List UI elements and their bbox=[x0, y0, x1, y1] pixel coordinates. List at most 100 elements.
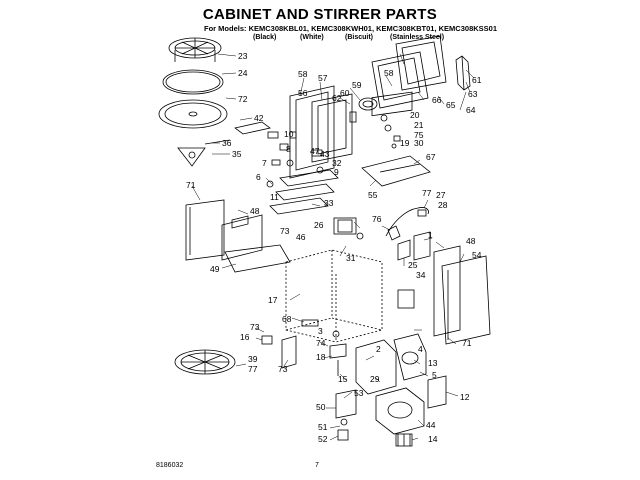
callout: 77 bbox=[422, 188, 432, 198]
fastener-parts bbox=[380, 114, 401, 149]
callout: 5 bbox=[432, 370, 437, 380]
callout: 1 bbox=[428, 230, 433, 240]
callout: 50 bbox=[316, 402, 326, 412]
callout: 32 bbox=[332, 158, 342, 168]
callout: 14 bbox=[428, 434, 438, 444]
callout: 28 bbox=[438, 200, 448, 210]
callout: 52 bbox=[318, 434, 328, 444]
callout: 33 bbox=[324, 198, 334, 208]
turntable-support-part bbox=[162, 69, 224, 95]
page-title: CABINET AND STIRRER PARTS bbox=[202, 6, 438, 23]
callout: 75 bbox=[414, 130, 424, 140]
hardware-parts bbox=[267, 131, 324, 174]
callout: 26 bbox=[314, 220, 324, 230]
callout: 55 bbox=[368, 190, 378, 200]
callout: 9 bbox=[334, 167, 339, 177]
callout: 44 bbox=[426, 420, 436, 430]
callout: 73 bbox=[280, 226, 290, 236]
callout: 63 bbox=[468, 89, 478, 99]
callout: 66 bbox=[432, 95, 442, 105]
callout: 29 bbox=[370, 374, 380, 384]
callout: 67 bbox=[426, 152, 436, 162]
callout: 34 bbox=[416, 270, 426, 280]
callout: 35 bbox=[232, 149, 242, 159]
callout: 3 bbox=[318, 326, 323, 336]
callout: 54 bbox=[472, 250, 482, 260]
stirrer-part bbox=[177, 139, 231, 167]
callout: 30 bbox=[414, 138, 424, 148]
turntable-tray-part bbox=[158, 99, 228, 129]
callout: 25 bbox=[408, 260, 418, 270]
blower-assembly-part bbox=[355, 333, 427, 395]
callout: 24 bbox=[238, 68, 248, 78]
callout: 15 bbox=[338, 374, 348, 384]
side-panel-left bbox=[185, 199, 225, 261]
part-42 bbox=[234, 121, 271, 135]
cooking-rack-part bbox=[168, 37, 222, 62]
callout: 74 bbox=[316, 338, 326, 348]
callout: 58 bbox=[384, 68, 394, 78]
callout: 16 bbox=[240, 332, 250, 342]
callout: 11 bbox=[270, 192, 279, 202]
callout: 48 bbox=[250, 206, 260, 216]
callout: 27 bbox=[436, 190, 446, 200]
cabinet-bottom-part bbox=[221, 214, 291, 273]
finish-white: (White) bbox=[300, 34, 324, 41]
callout-labels: 23 24 72 42 36 35 71 48 49 58 57 56 62 6… bbox=[186, 51, 482, 444]
callout: 23 bbox=[238, 51, 248, 61]
outer-door-part bbox=[371, 35, 447, 109]
magnetron-part bbox=[375, 387, 425, 447]
waveguide-parts bbox=[266, 169, 339, 215]
callout: 64 bbox=[466, 105, 476, 115]
callout: 43 bbox=[320, 149, 330, 159]
document-code: 8186032 bbox=[156, 462, 184, 469]
callout: 21 bbox=[414, 120, 424, 130]
models-line: For Models: KEMC308KBL01, KEMC308KWH01, … bbox=[204, 24, 497, 33]
callout: 62 bbox=[332, 93, 342, 103]
callout: 46 bbox=[296, 232, 306, 242]
callout: 72 bbox=[238, 94, 248, 104]
callout: 10 bbox=[284, 129, 294, 139]
door-frame-part bbox=[289, 85, 353, 179]
right-side-panels bbox=[397, 245, 491, 345]
callout: 56 bbox=[298, 88, 308, 98]
part-12 bbox=[427, 375, 447, 409]
finish-biscuit: (Biscuit) bbox=[345, 34, 373, 41]
callout: 71 bbox=[462, 338, 472, 348]
callout: 2 bbox=[376, 344, 381, 354]
callout: 12 bbox=[460, 392, 470, 402]
motor-parts bbox=[335, 389, 357, 441]
callout: 73 bbox=[278, 364, 288, 374]
cabinet-cavity-part bbox=[285, 249, 383, 343]
door-spring-part bbox=[349, 97, 378, 123]
callout: 65 bbox=[446, 100, 456, 110]
callout: 20 bbox=[410, 110, 420, 120]
callout: 60 bbox=[340, 88, 350, 98]
callout: 71 bbox=[186, 180, 196, 190]
callout: 77 bbox=[248, 364, 258, 374]
wire-harness-part bbox=[385, 207, 429, 241]
door-latch-part bbox=[455, 55, 471, 91]
callout: 8 bbox=[286, 144, 291, 154]
callout: 39 bbox=[248, 354, 258, 364]
callout: 61 bbox=[472, 75, 482, 85]
part-26 bbox=[333, 217, 364, 240]
page-number: 7 bbox=[315, 462, 319, 469]
callout: 68 bbox=[282, 314, 292, 324]
leader-lines bbox=[191, 53, 475, 441]
callout: 31 bbox=[346, 253, 356, 263]
callout: 59 bbox=[352, 80, 362, 90]
finish-stainless: (Stainless Steel) bbox=[390, 34, 445, 41]
callout: 17 bbox=[268, 295, 278, 305]
lower-rack-part bbox=[174, 349, 236, 375]
callout: 58 bbox=[298, 69, 308, 79]
callout: 48 bbox=[466, 236, 476, 246]
callout: 13 bbox=[428, 358, 438, 368]
control-panel-bracket bbox=[361, 91, 431, 187]
lower-small-parts bbox=[301, 319, 347, 376]
callout: 7 bbox=[262, 158, 267, 168]
callout: 53 bbox=[354, 388, 364, 398]
callout: 19 bbox=[400, 138, 410, 148]
